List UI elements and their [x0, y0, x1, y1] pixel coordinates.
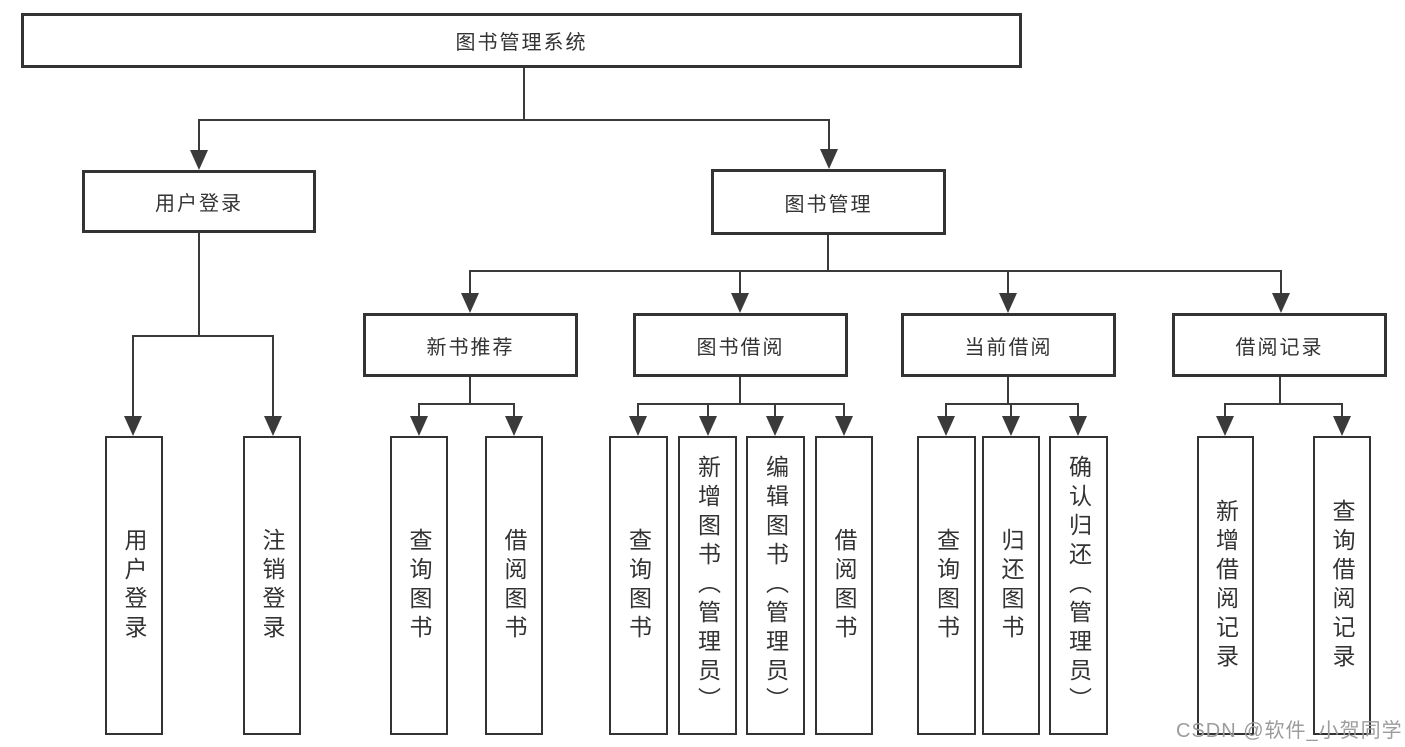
- connector-leaf: [774, 403, 776, 419]
- connector-book-management-stem: [827, 235, 829, 272]
- connector-book-borrow-stem: [739, 377, 741, 405]
- connector-leaf: [1341, 403, 1343, 419]
- arrow-leaf: [410, 416, 428, 436]
- leaf-logout: 注销登录: [243, 436, 301, 735]
- leaf-confirm-return-admin: 确认归还（管理员）: [1049, 436, 1108, 735]
- connector-new-books-stem: [469, 377, 471, 405]
- node-borrow-records: 借阅记录: [1172, 313, 1387, 377]
- connector-to-leaf-logout: [272, 335, 274, 417]
- connector-level3-spreader: [469, 270, 1282, 272]
- arrow-leaf: [1002, 416, 1020, 436]
- connector-leaf: [843, 403, 845, 419]
- arrow-to-current-borrow: [999, 293, 1017, 313]
- connector-to-current-borrow: [1007, 270, 1009, 295]
- arrow-leaf: [766, 416, 784, 436]
- arrow-to-book-borrow: [731, 293, 749, 313]
- arrow-to-borrow-records: [1272, 293, 1290, 313]
- connector-user-login-stem: [198, 233, 200, 336]
- connector-to-leaf-user-login: [132, 335, 134, 417]
- leaf-query-borrow-record: 查询借阅记录: [1313, 436, 1371, 735]
- connector-leaf: [513, 403, 515, 419]
- arrow-to-leaf-logout: [264, 416, 282, 436]
- connector-root-stem: [523, 68, 525, 120]
- leaf-borrow-books: 借阅图书: [485, 436, 543, 735]
- connector-borrow-records-spreader: [1224, 403, 1343, 405]
- connector-user-login-spreader: [132, 335, 274, 337]
- watermark: CSDN @软件_小贺同学: [1176, 720, 1403, 742]
- leaf-add-borrow-record: 新增借阅记录: [1197, 436, 1254, 735]
- leaf-user-login: 用户登录: [105, 436, 163, 735]
- connector-leaf: [1077, 403, 1079, 419]
- arrow-leaf: [629, 416, 647, 436]
- arrow-leaf: [1333, 416, 1351, 436]
- node-book-borrow: 图书借阅: [633, 313, 848, 377]
- arrow-to-leaf-user-login: [124, 416, 142, 436]
- connector-book-borrow-spreader: [637, 403, 845, 405]
- arrow-leaf: [1216, 416, 1234, 436]
- arrow-to-book-management: [820, 149, 838, 169]
- leaf-return-books: 归还图书: [982, 436, 1040, 735]
- leaf-query-books: 查询图书: [390, 436, 448, 735]
- connector-to-new-books: [469, 270, 471, 295]
- arrow-to-user-login: [190, 150, 208, 170]
- connector-current-borrow-spreader: [945, 403, 1079, 405]
- connector-leaf: [637, 403, 639, 419]
- arrow-leaf: [505, 416, 523, 436]
- node-current-borrow: 当前借阅: [901, 313, 1116, 377]
- leaf-query-books: 查询图书: [917, 436, 976, 735]
- connector-leaf: [1224, 403, 1226, 419]
- connector-borrow-records-stem: [1279, 377, 1281, 405]
- connector-leaf: [707, 403, 709, 419]
- connector-to-borrow-records: [1280, 270, 1282, 295]
- connector-new-books-spreader: [418, 403, 515, 405]
- connector-level1-spreader: [198, 119, 830, 121]
- node-new-books: 新书推荐: [363, 313, 578, 377]
- connector-to-book-management: [828, 119, 830, 153]
- connector-leaf: [1010, 403, 1012, 419]
- arrow-leaf: [835, 416, 853, 436]
- arrow-leaf: [937, 416, 955, 436]
- node-user-login: 用户登录: [82, 170, 316, 233]
- leaf-query-books: 查询图书: [609, 436, 668, 735]
- connector-current-borrow-stem: [1007, 377, 1009, 405]
- leaf-add-books-admin: 新增图书（管理员）: [678, 436, 737, 735]
- connector-to-book-borrow: [739, 270, 741, 295]
- arrow-leaf: [1069, 416, 1087, 436]
- connector-leaf: [418, 403, 420, 419]
- node-library-system: 图书管理系统: [21, 13, 1022, 68]
- arrow-leaf: [699, 416, 717, 436]
- node-book-management: 图书管理: [711, 169, 946, 235]
- connector-leaf: [945, 403, 947, 419]
- connector-to-user-login: [198, 119, 200, 155]
- leaf-edit-books-admin: 编辑图书（管理员）: [746, 436, 805, 735]
- arrow-to-new-books: [461, 293, 479, 313]
- leaf-borrow-books: 借阅图书: [815, 436, 873, 735]
